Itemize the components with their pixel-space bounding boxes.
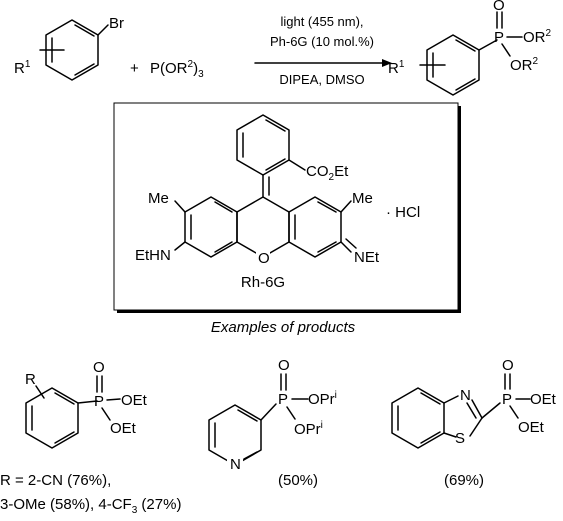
p2-yield: (50%) (278, 472, 318, 489)
phosphite-formula: P(OR2)3 (150, 59, 204, 80)
p3-oxo-label: O (502, 357, 514, 374)
product-or2-top: OR2 (523, 28, 552, 46)
methyl-right-label: Me (352, 190, 373, 207)
examples-heading: Examples of products (211, 319, 356, 336)
condition-catalyst: Ph-6G (10 mol.%) (270, 34, 374, 49)
condition-base-solvent: DIPEA, DMSO (279, 72, 364, 87)
p3-oet-top: OEt (530, 391, 557, 408)
p3-yield: (69%) (444, 472, 484, 489)
product-example-3: N S O P OEt OEt (69%) (391, 357, 557, 489)
p3-oet-bottom: OEt (518, 419, 545, 436)
condition-light: light (455 nm), (280, 14, 363, 29)
p3-phosphorus-label: P (502, 391, 512, 408)
p1-yield-line2: 3-OMe (58%), 4-CF3 (27%) (0, 496, 181, 516)
product-or2-bottom: OR2 (510, 56, 539, 74)
product-phosphonate: O P OR2 OR2 R1 (388, 0, 552, 96)
p3-nitrogen-label: N (460, 387, 471, 404)
product-oxo-label: O (493, 0, 505, 14)
ethylamino-label: EtHN (135, 247, 171, 264)
product-example-2: O P OPri OPri N (50%) (208, 357, 337, 489)
p1-r-label: R (25, 371, 36, 388)
bromine-label: Br (109, 15, 124, 32)
p1-oet-top: OEt (121, 392, 148, 409)
catalyst-box (113, 102, 461, 313)
ethylimino-label: NEt (354, 249, 380, 266)
plus-sign: + (130, 60, 139, 77)
reaction-arrow (254, 59, 392, 67)
p1-oxo-label: O (93, 359, 105, 376)
product-r1-label: R1 (388, 59, 405, 77)
p2-opr-top: OPri (308, 390, 337, 408)
p2-oxo-label: O (278, 357, 290, 374)
ester-label: CO2Et (306, 163, 349, 183)
p1-phosphorus-label: P (94, 393, 104, 410)
p3-sulfur-label: S (455, 430, 465, 447)
ring-oxygen-label: O (258, 250, 270, 267)
catalyst-name: Rh-6G (241, 274, 285, 291)
p1-oet-bottom: OEt (110, 420, 137, 437)
p2-opr-bottom: OPri (294, 420, 323, 438)
rhodamine-6g-structure: CO2Et Me Me · HCl EtHN O NEt Rh-6G (135, 114, 420, 291)
p2-nitrogen-label: N (230, 456, 241, 473)
aryl-bromide: Br R1 (14, 15, 124, 81)
product-example-1: R O P OEt OEt R = 2-CN (76%), 3-OMe (58%… (0, 359, 181, 516)
p1-yield-line1: R = 2-CN (76%), (0, 472, 111, 489)
product-phosphorus-label: P (494, 29, 504, 46)
hcl-label: · HCl (386, 204, 420, 221)
methyl-left-label: Me (148, 190, 169, 207)
p2-phosphorus-label: P (278, 391, 288, 408)
r1-label: R1 (14, 59, 31, 77)
